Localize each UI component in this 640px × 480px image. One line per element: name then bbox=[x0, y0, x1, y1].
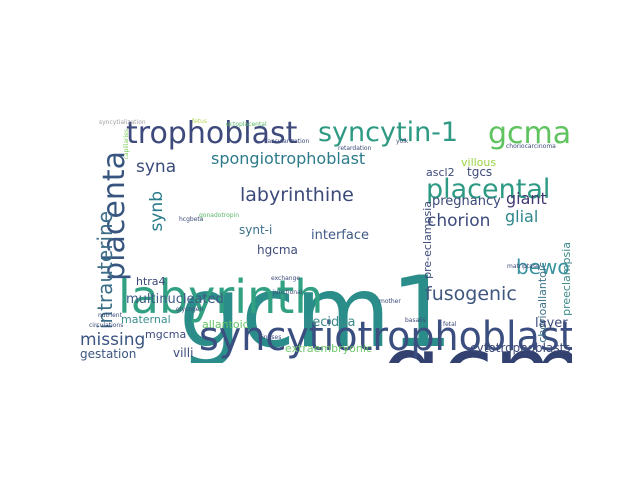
word: fetal bbox=[443, 321, 457, 328]
word: placental bbox=[426, 174, 551, 205]
word: villous bbox=[461, 156, 497, 169]
word: extraembryonic bbox=[285, 342, 372, 355]
word: exchange bbox=[271, 275, 301, 282]
word: pre-eclampsia bbox=[421, 201, 434, 279]
word: labyrinth bbox=[118, 270, 324, 324]
word: matriptase bbox=[507, 263, 540, 270]
word: yolk bbox=[396, 138, 409, 145]
word: capillaries bbox=[123, 129, 130, 160]
word: glycogen bbox=[176, 306, 204, 313]
word: decidua bbox=[304, 315, 356, 330]
word: fusogenic bbox=[425, 283, 517, 305]
word: synb bbox=[147, 191, 167, 232]
word: synt-i bbox=[239, 223, 273, 237]
word: htra4 bbox=[136, 275, 166, 288]
word: gcm1 bbox=[179, 256, 453, 363]
word: vascularization bbox=[264, 138, 310, 145]
word: ectoplacental bbox=[226, 121, 267, 128]
word: sinuses bbox=[259, 334, 282, 341]
word: retardation bbox=[338, 145, 372, 152]
word: missing bbox=[80, 330, 146, 350]
word: mgcma bbox=[145, 328, 187, 341]
word: layer bbox=[535, 316, 568, 331]
word: glial bbox=[505, 207, 539, 226]
word: circulations bbox=[89, 322, 124, 329]
word: syncytin-1 bbox=[318, 117, 459, 148]
word: hcgbeta bbox=[179, 216, 204, 223]
word: mother bbox=[379, 298, 401, 305]
word: gestation bbox=[80, 347, 137, 361]
word: allantoic bbox=[202, 318, 249, 331]
word: choriocarcinoma bbox=[506, 143, 556, 150]
word: giant bbox=[506, 189, 547, 208]
word: villi bbox=[173, 346, 194, 360]
word: hgcma bbox=[257, 243, 298, 257]
word: junctional bbox=[273, 289, 303, 296]
word: fetus bbox=[192, 118, 208, 125]
word: gonadotropin bbox=[199, 212, 240, 219]
word: bewo bbox=[516, 255, 570, 279]
word: preeclampsia bbox=[560, 242, 572, 316]
word: syncytiotrophoblast bbox=[199, 314, 572, 360]
word: syncytialization bbox=[99, 119, 146, 126]
word: gcm bbox=[381, 322, 572, 364]
word: ascl2 bbox=[426, 166, 455, 179]
word: cytotrophoblasts bbox=[470, 341, 571, 355]
word: interface bbox=[311, 228, 369, 243]
word: syna bbox=[136, 157, 177, 177]
word: basalis bbox=[405, 317, 426, 324]
word: chorion bbox=[427, 211, 491, 231]
word: nutrient bbox=[98, 312, 122, 319]
word: pregnancy bbox=[432, 194, 501, 209]
word: tgcs bbox=[467, 165, 493, 179]
word: spongiotrophoblast bbox=[211, 149, 366, 168]
word: gcma bbox=[488, 117, 572, 151]
word: multinucleated bbox=[126, 292, 224, 307]
word: labyrinthine bbox=[240, 184, 354, 206]
word: maternal bbox=[121, 313, 171, 326]
word: trophoblast bbox=[126, 117, 298, 151]
